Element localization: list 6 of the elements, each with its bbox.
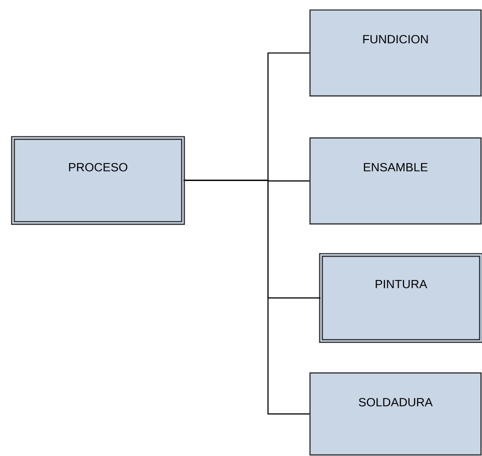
process-box: PROCESO (11, 136, 185, 225)
process-box: PINTURA (319, 253, 482, 343)
connector-line (184, 180, 310, 415)
process-box: SOLDADURA (309, 372, 482, 456)
process-box: ENSAMBLE (309, 137, 482, 225)
process-box: FUNDICION (309, 9, 482, 97)
